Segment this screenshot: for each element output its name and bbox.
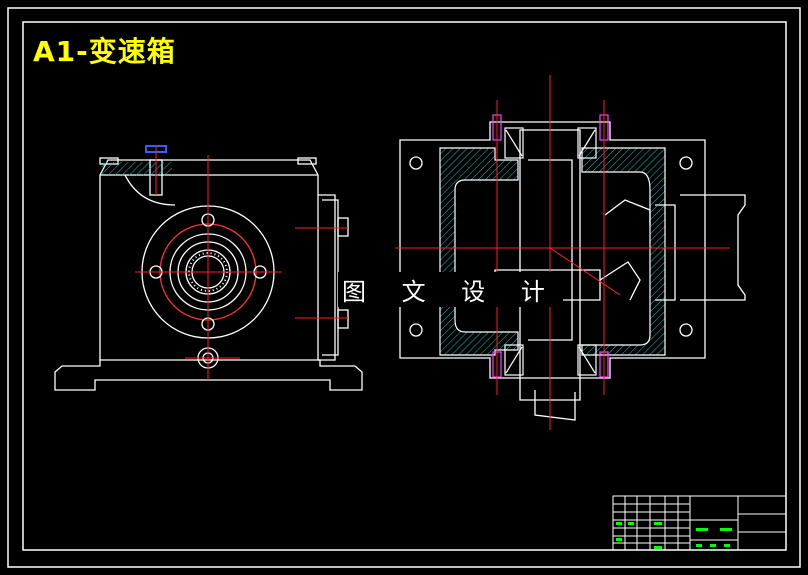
- watermark-text: 图 文 设 计: [338, 272, 563, 307]
- side-view-hatch: [102, 162, 172, 176]
- plan-view-centerlines: [395, 75, 730, 430]
- drawing-border: [7, 7, 801, 568]
- frame-inner: [22, 21, 787, 551]
- plan-view-hatch-right: [581, 147, 666, 356]
- plan-view-hatch: [439, 147, 519, 356]
- bearings: [504, 127, 597, 376]
- side-view-centerlines: [135, 145, 348, 380]
- drawing-title: A1-变速箱: [33, 35, 176, 68]
- title-block: [612, 495, 787, 551]
- title-block-marks: [616, 522, 732, 549]
